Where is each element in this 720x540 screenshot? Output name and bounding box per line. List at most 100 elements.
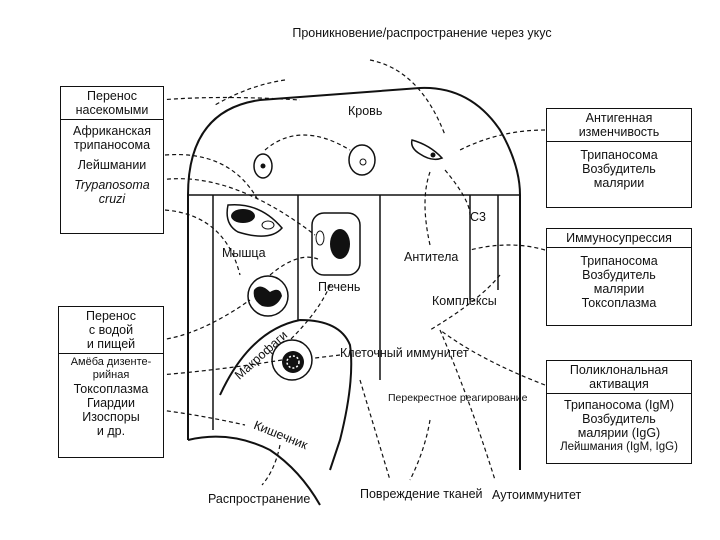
box-immuno-header: Иммуносупрессия (547, 229, 691, 248)
arrow-to-c3 (444, 169, 471, 216)
box-insect-header-line-2: насекомыми (75, 103, 149, 117)
intestine-outline (219, 318, 353, 471)
outcome-tissue-line-1: Повреждение (360, 487, 440, 501)
box-insect-body: Африканская трипаносома Лейшмании Trypan… (61, 120, 163, 208)
box-immuno-item-2: Возбудитель (582, 268, 656, 282)
box-polyclonal-item-4: Лейшмания (IgM, IgG) (560, 441, 678, 453)
top-caption-line-2: через укус (491, 26, 552, 40)
arrow-cell-immunity (314, 354, 341, 359)
box-antigenic-item-1: Трипаносома (580, 148, 658, 162)
box-immuno-body: Трипаносома Возбудитель малярии Токсопла… (547, 248, 691, 312)
liver-label: Печень (318, 280, 361, 294)
arrow-polyclonal (439, 329, 546, 386)
host-body-outline (187, 86, 521, 470)
box-immuno-item-1: Трипаносома (580, 254, 658, 268)
blood-label: Кровь (348, 104, 383, 118)
box-polyclonal-header: Поликлональная активация (547, 361, 691, 394)
arrow-complexes (429, 274, 501, 331)
box-immunosuppression: Иммуносупрессия Трипаносома Возбудитель … (546, 228, 692, 326)
arrow-insect-muscle (164, 153, 259, 201)
outcome-tissue-damage: Повреждение тканей (360, 487, 483, 501)
arrow-bite-right (369, 59, 446, 136)
box-insect-header-line-1: Перенос (87, 89, 137, 103)
box-insect-item-2: трипаносома (73, 138, 151, 152)
complexes-label: Комплексы (432, 294, 497, 308)
box-water-item-1: Амёба дизенте- (70, 356, 152, 368)
c3-label: С3 (470, 210, 486, 224)
box-antigenic-header-line-1: Антигенная (585, 111, 653, 125)
liver-cell (311, 212, 361, 276)
dashed-arrows (159, 59, 546, 486)
outcome-autoimmunity: Аутоиммунитет (492, 488, 582, 502)
box-water-header-line-1: Перенос (86, 309, 136, 323)
box-insect-italic-2: cruzi (98, 192, 126, 206)
box-water-item-2: рийная (92, 369, 130, 381)
arrow-antigenic (459, 129, 546, 151)
box-antigenic-body: Трипаносома Возбудитель малярии (547, 142, 691, 192)
arrow-blood-cell (264, 134, 351, 151)
blood-cell-dot (359, 158, 367, 166)
box-water-item-6: и др. (96, 424, 126, 438)
box-immuno-header-line-1: Иммуносупрессия (566, 231, 672, 245)
box-water-header-line-2: с водой (88, 323, 134, 337)
top-caption-line-1: Проникновение/распространение (292, 26, 488, 40)
box-insect-header: Перенос насекомыми (61, 87, 163, 120)
arrow-cruzi (164, 209, 241, 276)
arrow-immuno (469, 244, 546, 251)
box-polyclonal-activation: Поликлональная активация Трипаносома (Ig… (546, 360, 692, 464)
muscle-label: Мышца (222, 246, 266, 260)
blood-parasite-1-dot (260, 163, 266, 169)
box-antigenic-variation: Антигенная изменчивость Трипаносома Возб… (546, 108, 692, 208)
arrow-to-auto (439, 329, 496, 481)
arrow-antibodies-up (424, 171, 431, 246)
muscle-cell (226, 203, 283, 237)
box-water-food-transmission: Перенос с водой и пищей Амёба дизенте- р… (58, 306, 164, 458)
liver-compartment (297, 195, 381, 380)
box-antigenic-header: Антигенная изменчивость (547, 109, 691, 142)
cellular-immunity-label: Клеточный иммунитет (340, 346, 469, 360)
arrow-to-tissue (359, 379, 391, 481)
intestine-lower (187, 435, 321, 506)
box-antigenic-item-3: малярии (593, 176, 645, 190)
box-polyclonal-header-line-2: активация (589, 377, 649, 391)
parasite-in-muscle (261, 220, 275, 230)
arrow-to-spread (261, 444, 281, 486)
macrophage-2-inclusion (282, 351, 304, 373)
arrow-insect-blood (159, 96, 301, 101)
macrophage-1-nucleus (253, 286, 282, 307)
box-immuno-item-4: Токсоплазма (581, 296, 657, 310)
macrophage-2-dots (286, 355, 300, 369)
box-water-item-5: Изоспоры (82, 410, 140, 424)
arrow-bite-left (214, 79, 286, 106)
box-water-header: Перенос с водой и пищей (59, 307, 163, 354)
parasite-in-liver (315, 230, 325, 246)
antibodies-label: Антитела (404, 250, 459, 264)
macrophage-1 (247, 275, 289, 317)
trypanosome (410, 139, 444, 161)
box-insect-item-1: Африканская (72, 124, 151, 138)
box-insect-transmission: Перенос насекомыми Африканская трипаносо… (60, 86, 164, 234)
box-polyclonal-header-line-1: Поликлональная (569, 363, 669, 377)
box-polyclonal-body: Трипаносома (IgM) Возбудитель малярии (I… (547, 394, 691, 456)
arrow-macro-loop (269, 256, 321, 276)
box-insect-item-3: Лейшмании (77, 158, 147, 172)
arrow-to-tissue-2 (409, 419, 431, 481)
cross-reaction-label: Перекрестное реагирование (388, 392, 528, 404)
box-immuno-item-3: малярии (593, 282, 645, 296)
cellular-immunity-line-2: иммунитет (406, 346, 469, 360)
arrow-insect-liver (159, 178, 316, 236)
arrow-water-macro (159, 299, 251, 341)
box-polyclonal-item-1: Трипаносома (IgM) (564, 398, 674, 412)
trypanosome-dot (430, 152, 436, 158)
box-polyclonal-item-3: малярии (IgG) (577, 426, 661, 440)
cross-reaction-line-1: Перекрестное (388, 392, 457, 404)
outcome-spread: Распространение (208, 492, 311, 506)
arrow-water-kishechnik (159, 409, 246, 426)
blood-parasite-1 (253, 153, 273, 179)
box-water-body: Амёба дизенте- рийная Токсоплазма Гиарди… (59, 354, 163, 440)
box-polyclonal-item-2: Возбудитель (582, 412, 656, 426)
cellular-immunity-line-1: Клеточный (340, 346, 403, 360)
box-water-header-line-3: и пищей (86, 337, 136, 351)
blood-cell (348, 144, 376, 176)
